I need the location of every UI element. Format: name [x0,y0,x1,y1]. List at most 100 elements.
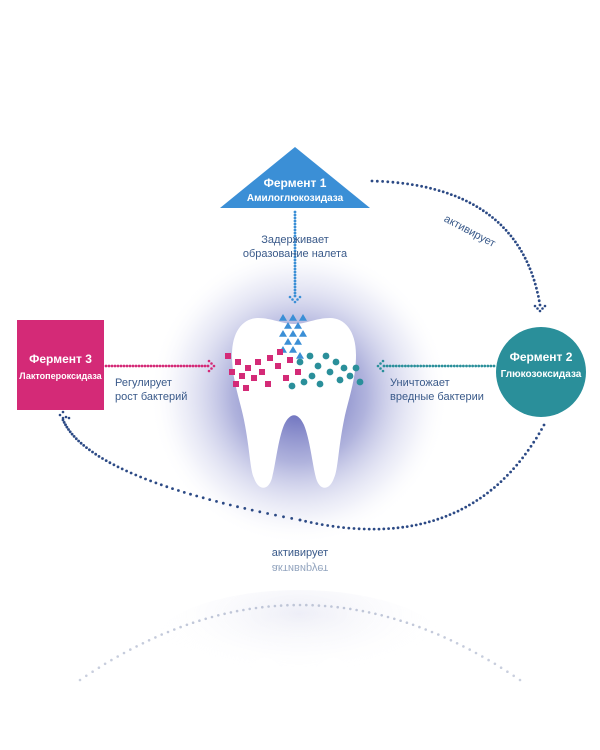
dot [170,364,174,368]
dot [116,364,120,368]
dot [541,307,544,310]
dot [179,364,183,368]
dot [293,255,297,259]
dot [496,221,500,224]
dot [511,237,515,241]
dot [293,282,297,286]
triangle-molecule [294,338,302,345]
dot [533,282,537,286]
dot [524,452,527,456]
enzyme2-effect-line2: вредные бактерии [390,391,484,403]
dot [206,364,210,368]
effect-connectors [104,210,496,373]
dot [376,364,380,368]
dot [396,526,400,530]
dot [72,435,76,438]
dot [509,470,512,474]
circle-molecule [346,372,354,380]
dot [532,278,536,282]
dot [453,194,457,198]
enzyme1-triangle[interactable] [220,147,370,208]
enzyme1-title: Фермент 1 [263,176,327,190]
dot [185,364,189,368]
dot [228,503,232,507]
dot [429,186,432,190]
dot [481,209,485,213]
dot [410,183,414,187]
circle-molecule [306,352,314,360]
dot [414,523,418,527]
dot [293,285,297,289]
dot [137,364,141,368]
dot [488,213,491,217]
dot [293,246,297,250]
dot [422,364,426,368]
dot [288,295,292,299]
enzyme1-name: Амилоглюкозидаза [246,193,344,204]
enzyme2-circle[interactable] [496,327,586,417]
dot [509,234,513,238]
dot [293,264,297,268]
square-molecule [229,369,235,375]
enzyme3-effect: Регулирует рост бактерий [115,376,187,404]
dot [448,513,452,516]
triangle-molecule [299,314,307,321]
square-molecule [275,363,281,369]
square-molecule [287,357,293,363]
dot [221,501,225,505]
dot [404,364,407,368]
dot [522,253,525,257]
dot [61,410,65,414]
dot [400,364,404,368]
triangle-molecule [289,346,297,353]
dot [462,364,465,368]
dot [149,364,153,368]
dot [293,270,297,274]
dot [387,527,390,530]
dot [293,234,297,238]
dot [410,364,413,368]
dot [159,483,163,487]
dot [79,441,83,445]
circle-molecule [340,364,348,372]
dot [515,463,519,467]
dot [461,197,465,201]
dot [433,188,437,191]
dot [381,180,384,183]
dot [537,432,541,436]
dot [293,252,297,256]
dot [471,364,474,368]
enzyme1-effect-line2: образование налета [242,248,348,260]
dot [293,219,297,223]
circle-molecule [296,358,304,366]
dot [67,428,70,431]
dot [155,364,159,368]
dot [479,496,482,500]
dot [406,182,409,186]
enzyme3-square[interactable] [17,320,104,410]
dot [372,527,376,531]
dot [293,231,297,235]
dot [134,364,138,368]
dot [397,364,401,368]
dot [532,440,536,444]
enzyme2-name: Глюкозоксидаза [500,369,582,380]
dot [465,199,468,203]
dot [331,524,335,528]
dot [377,527,381,531]
square-molecule [265,381,271,387]
dot [65,425,69,429]
square-molecule [259,369,265,375]
triangle-molecule [284,338,292,345]
dot [131,364,135,368]
dot [449,193,453,197]
dot [62,421,66,424]
dot [167,364,171,368]
dot [194,364,198,368]
dot [475,205,479,209]
dot [468,201,472,205]
dot [282,515,285,519]
dot [379,362,382,365]
dot [401,525,405,529]
dot [502,226,505,230]
